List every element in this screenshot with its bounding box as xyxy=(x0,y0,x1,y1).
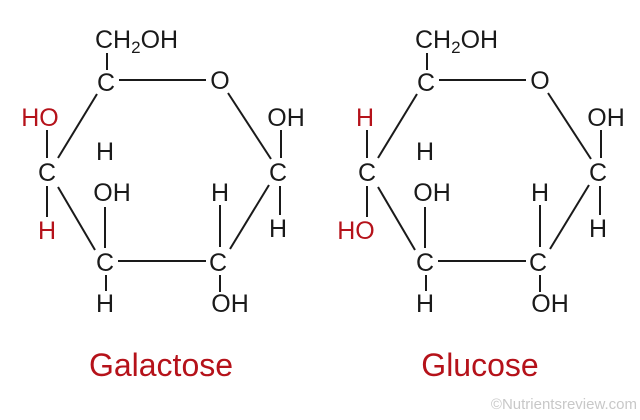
bond-line xyxy=(227,92,272,160)
carbon-c1: C xyxy=(589,159,607,187)
ch2oh-group: CH2OH xyxy=(415,26,498,57)
c3-hydrogen: H xyxy=(96,290,114,318)
c3-hydroxyl: OH xyxy=(93,179,131,207)
c2-hydrogen: H xyxy=(531,179,549,207)
carbon-c4: C xyxy=(38,159,56,187)
carbon-c1: C xyxy=(269,159,287,187)
c1-hydrogen: H xyxy=(589,215,607,243)
carbon-c2: C xyxy=(209,249,227,277)
c2-hydrogen: H xyxy=(211,179,229,207)
carbon-c3: C xyxy=(96,249,114,277)
bond-line xyxy=(57,93,98,159)
c1-hydrogen: H xyxy=(269,215,287,243)
bond-line xyxy=(229,184,270,250)
carbon-c5: C xyxy=(97,69,115,97)
ring-oxygen: O xyxy=(530,67,549,95)
carbon-c5: C xyxy=(417,69,435,97)
watermark-text: ©Nutrientsreview.com xyxy=(491,396,637,413)
bond-line xyxy=(377,93,418,159)
c4-hydrogen-bottom: H xyxy=(38,217,56,245)
bond-line xyxy=(57,186,96,251)
c1-hydroxyl: OH xyxy=(587,104,625,132)
c5-hydrogen: H xyxy=(96,138,114,166)
ring-oxygen: O xyxy=(210,67,229,95)
c4-hydrogen-top: H xyxy=(356,104,374,132)
c3-hydrogen: H xyxy=(416,290,434,318)
c4-hydroxyl-top: HO xyxy=(21,104,59,132)
carbon-c3: C xyxy=(416,249,434,277)
bond-line xyxy=(547,92,592,160)
c3-hydroxyl: OH xyxy=(413,179,451,207)
carbon-c4: C xyxy=(358,159,376,187)
carbon-c2: C xyxy=(529,249,547,277)
c2-hydroxyl: OH xyxy=(531,290,569,318)
c4-hydroxyl-bottom: HO xyxy=(337,217,375,245)
bond-line xyxy=(549,184,590,250)
galactose-name-label: Galactose xyxy=(89,347,233,383)
c2-hydroxyl: OH xyxy=(211,290,249,318)
ch2oh-group: CH2OH xyxy=(95,26,178,57)
bond-line xyxy=(377,186,416,251)
c5-hydrogen: H xyxy=(416,138,434,166)
c1-hydroxyl: OH xyxy=(267,104,305,132)
glucose-name-label: Glucose xyxy=(421,347,538,383)
